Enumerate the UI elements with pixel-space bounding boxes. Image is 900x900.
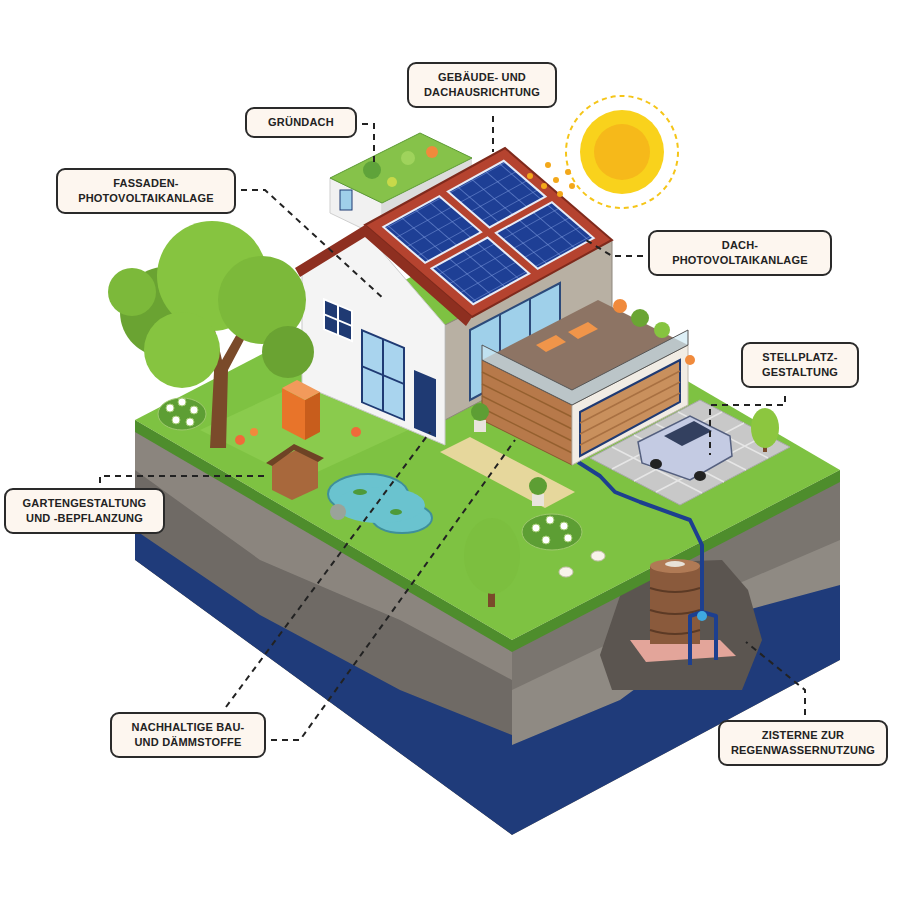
flower [564,534,572,542]
glass-railing [482,330,688,405]
flower [560,522,568,530]
cistern-rings [650,588,700,634]
flower [546,516,554,524]
roof [365,148,612,317]
callout-box: GARTENGESTALTUNG UND -BEPFLANZUNG [4,488,165,534]
lily-pad [390,509,402,515]
solar-panel [496,202,594,269]
callout-box: FASSADEN- PHOTOVOLTAIKANLAGE [56,168,236,214]
sun-ray [541,183,547,189]
deck-chair [568,322,598,339]
sun [580,110,664,194]
water-valve [697,611,707,621]
terrace-plant [631,309,649,327]
cistern-top [650,559,700,573]
flower-bush [522,514,582,550]
chicken [559,567,573,577]
callout-text: FASSADEN- PHOTOVOLTAIKANLAGE [68,176,224,206]
facade-glass-frame [362,330,404,420]
battery-storage [305,392,320,440]
flower [532,524,540,532]
callout-text: GEBÄUDE- UND DACHAUSRICHTUNG [419,70,545,100]
flower [351,427,361,437]
tree-crown [144,312,220,388]
potted-plant [529,477,547,495]
callout-text: STELLPLATZ- GESTALTUNG [753,350,847,380]
cistern-lid [665,561,685,567]
sun-ray [553,177,559,183]
tree-crown [108,268,156,316]
sun-ray [527,173,533,179]
deck-chair [536,335,566,352]
garden-path [440,437,575,508]
flower [186,418,194,426]
sun-halo [566,96,678,208]
leader-line [241,190,385,300]
leader-line [586,240,643,256]
terrace-plant [613,299,627,313]
callout-box: DACH- PHOTOVOLTAIKANLAGE [648,230,832,276]
leader-line [746,642,805,715]
callout-text: ZISTERNE ZUR REGENWASSERNUTZUNG [730,728,876,758]
flower [166,404,174,412]
tree-crown [464,518,520,594]
plant-pot [532,494,544,506]
roof-plant [426,146,438,158]
facade-glass [362,330,404,420]
terrace-plant [654,322,670,338]
leader-line [271,440,515,740]
sun-ray [569,183,575,189]
callout-text: DACH- PHOTOVOLTAIKANLAGE [660,238,820,268]
leader-line [100,476,266,483]
callout-box: GEBÄUDE- UND DACHAUSRICHTUNG [407,62,557,108]
pond-inner [335,487,425,523]
flower [172,416,180,424]
leader-line [226,432,430,707]
sun-ray [545,162,551,168]
callout-box: NACHHALTIGE BAU- UND DÄMMSTOFFE [110,712,266,758]
roof-plant [401,151,415,165]
callout-box: ZISTERNE ZUR REGENWASSERNUTZUNG [718,720,888,766]
flower [190,406,198,414]
flower [685,355,695,365]
pond-stone [330,504,346,520]
lily-pad [353,489,367,495]
callout-box: GRÜNDACH [245,107,357,138]
car-window [664,421,712,446]
leader-line [710,396,785,455]
callout-text: GRÜNDACH [257,115,345,130]
flower [250,428,258,436]
battery-storage [282,380,320,400]
sun-ray [565,169,571,175]
window-cross [324,299,352,341]
callout-text: NACHHALTIGE BAU- UND DÄMMSTOFFE [122,720,254,750]
roof-plant [363,161,381,179]
insect-hotel-roof [266,444,324,466]
chicken [591,551,605,561]
tree-crown [262,326,314,378]
sun-ray [557,191,563,197]
door [414,370,436,437]
car-body [638,416,732,480]
green-roof-window [340,190,352,210]
callout-box: STELLPLATZ- GESTALTUNG [741,342,859,388]
leader-line [492,116,494,152]
car-wheel [694,471,706,481]
flower-bush [158,398,206,430]
flower [178,398,186,406]
tree-crown [751,408,779,448]
callout-text: GARTENGESTALTUNG UND -BEPFLANZUNG [16,496,153,526]
flower [235,435,245,445]
terrace-deck [482,300,688,405]
sun-core [594,124,650,180]
flower [542,536,550,544]
leader-line [362,124,374,162]
potted-plant [471,403,489,421]
cistern-body [650,566,700,644]
window [324,299,352,341]
car-wheel [650,459,662,469]
plant-pot [474,420,486,432]
roof-plant [387,177,397,187]
